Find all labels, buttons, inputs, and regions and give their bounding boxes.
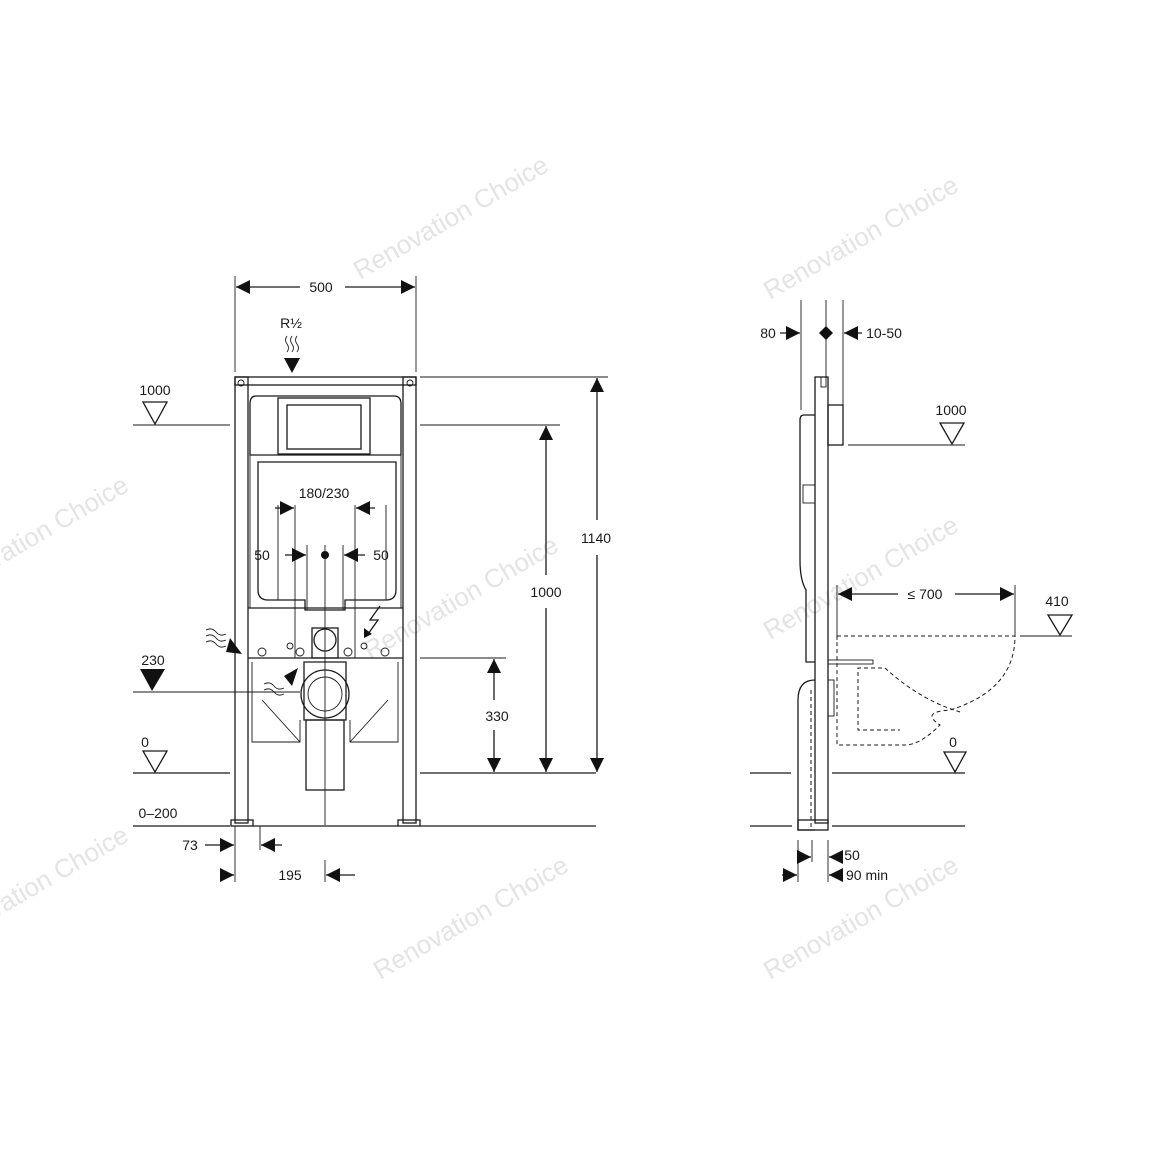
level-1000-label: 1000: [139, 382, 170, 398]
center-point: [321, 551, 329, 559]
side-dim-90min-label: 90 min: [846, 867, 888, 883]
flush-plate-opening: [286, 404, 362, 450]
dim-1000-label: 1000: [530, 584, 561, 600]
level-marker-icon: [1046, 614, 1074, 637]
dim-180-230-label: 180/230: [299, 485, 350, 501]
water-supply-icon: [205, 628, 242, 654]
dimension-1000: 1000: [530, 426, 562, 772]
electrical-connection-icon: [367, 605, 381, 635]
dim-330-label: 330: [485, 708, 509, 724]
dim-500-label: 500: [309, 279, 333, 295]
level-marker-icon: [141, 750, 169, 774]
watermark: Renovation Choice: [0, 819, 133, 955]
dim-80-label: 80: [760, 325, 776, 341]
guide-lines: [277, 505, 387, 825]
wall-hung-toilet-outline: [827, 635, 1016, 746]
dimension-1140: 1140: [581, 378, 611, 772]
watermarks: Renovation Choice Renovation Choice Reno…: [0, 149, 963, 985]
mounting-bolt: [827, 659, 874, 665]
drain-connection-icon: [263, 668, 298, 696]
water-inlet-icon: [284, 335, 300, 373]
dimension-width: 500: [234, 276, 417, 372]
level-marker-filled-icon: [140, 669, 165, 691]
diamond-marker-icon: [819, 326, 833, 340]
level-410-label: 410: [1045, 593, 1069, 609]
watermark: Renovation Choice: [0, 469, 133, 605]
level-marker-icon: [938, 422, 966, 446]
watermark: Renovation Choice: [758, 509, 963, 645]
dim-73-label: 73: [182, 837, 198, 853]
watermark: Renovation Choice: [758, 169, 963, 305]
dim-50-left-label: 50: [254, 547, 270, 563]
side-level-0-label: 0: [949, 734, 957, 750]
installation-frame: [230, 376, 421, 827]
front-view: 500 R½: [133, 276, 611, 883]
dim-50-right-label: 50: [373, 547, 389, 563]
watermark: Renovation Choice: [368, 849, 573, 985]
dim-10-50-label: 10-50: [866, 325, 902, 341]
dim-195-label: 195: [278, 867, 302, 883]
cistern: [249, 395, 402, 611]
watermark: Renovation Choice: [348, 149, 553, 285]
level-230-label: 230: [141, 652, 165, 668]
frame-side: [797, 376, 844, 831]
inlet-label: R½: [280, 315, 302, 331]
flush-plate-side: [827, 404, 844, 446]
side-view: 80 10-50 1000 ≤ 700 410: [750, 300, 1074, 883]
dim-1140-label: 1140: [581, 530, 611, 546]
level-0-label: 0: [141, 734, 149, 750]
dim-700-label: ≤ 700: [908, 586, 943, 602]
dimension-330: 330: [485, 659, 509, 772]
side-level-1000-label: 1000: [935, 402, 966, 418]
level-marker-icon: [141, 401, 169, 426]
side-dim-50-label: 50: [844, 847, 860, 863]
range-0-200-label: 0–200: [139, 805, 178, 821]
level-marker-icon: [942, 751, 968, 774]
